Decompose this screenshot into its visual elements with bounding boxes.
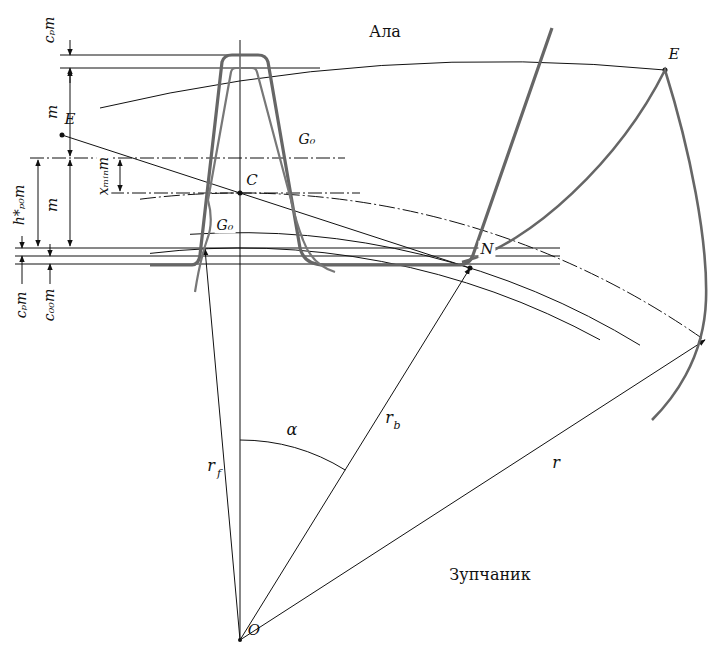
radius-label: r — [383, 409, 395, 427]
point-label: E — [65, 111, 76, 128]
dimension-label: cₚm — [42, 15, 57, 46]
angle-label: α — [285, 421, 300, 439]
gear-involute-profile — [462, 70, 706, 420]
gear-tooth-outline — [195, 68, 335, 292]
dimension-label: h*ₚ₀m — [12, 183, 27, 228]
dimension-label: m — [44, 196, 61, 214]
radius-label: r — [205, 457, 217, 475]
dimension-label: c₀₀m — [42, 287, 57, 323]
dimension-label: m — [44, 103, 61, 121]
gear-label: Зупчаник — [447, 566, 533, 584]
point-label: N — [478, 241, 495, 258]
tool-label: Ала — [367, 23, 403, 41]
dimension-label: xₘᵢₙm — [96, 155, 111, 197]
points — [60, 68, 668, 643]
dimension-label: cₚm — [14, 290, 29, 321]
point-label: E — [669, 46, 680, 63]
construction-lines — [15, 40, 705, 640]
radius-label: r — [550, 454, 562, 472]
radius-subscript: f — [217, 468, 221, 480]
point-label: G₀ — [215, 218, 236, 233]
radius-subscript: b — [393, 420, 400, 432]
point-label: G₀ — [297, 132, 318, 147]
point-label: C — [246, 172, 257, 189]
point-label: O — [248, 622, 260, 639]
